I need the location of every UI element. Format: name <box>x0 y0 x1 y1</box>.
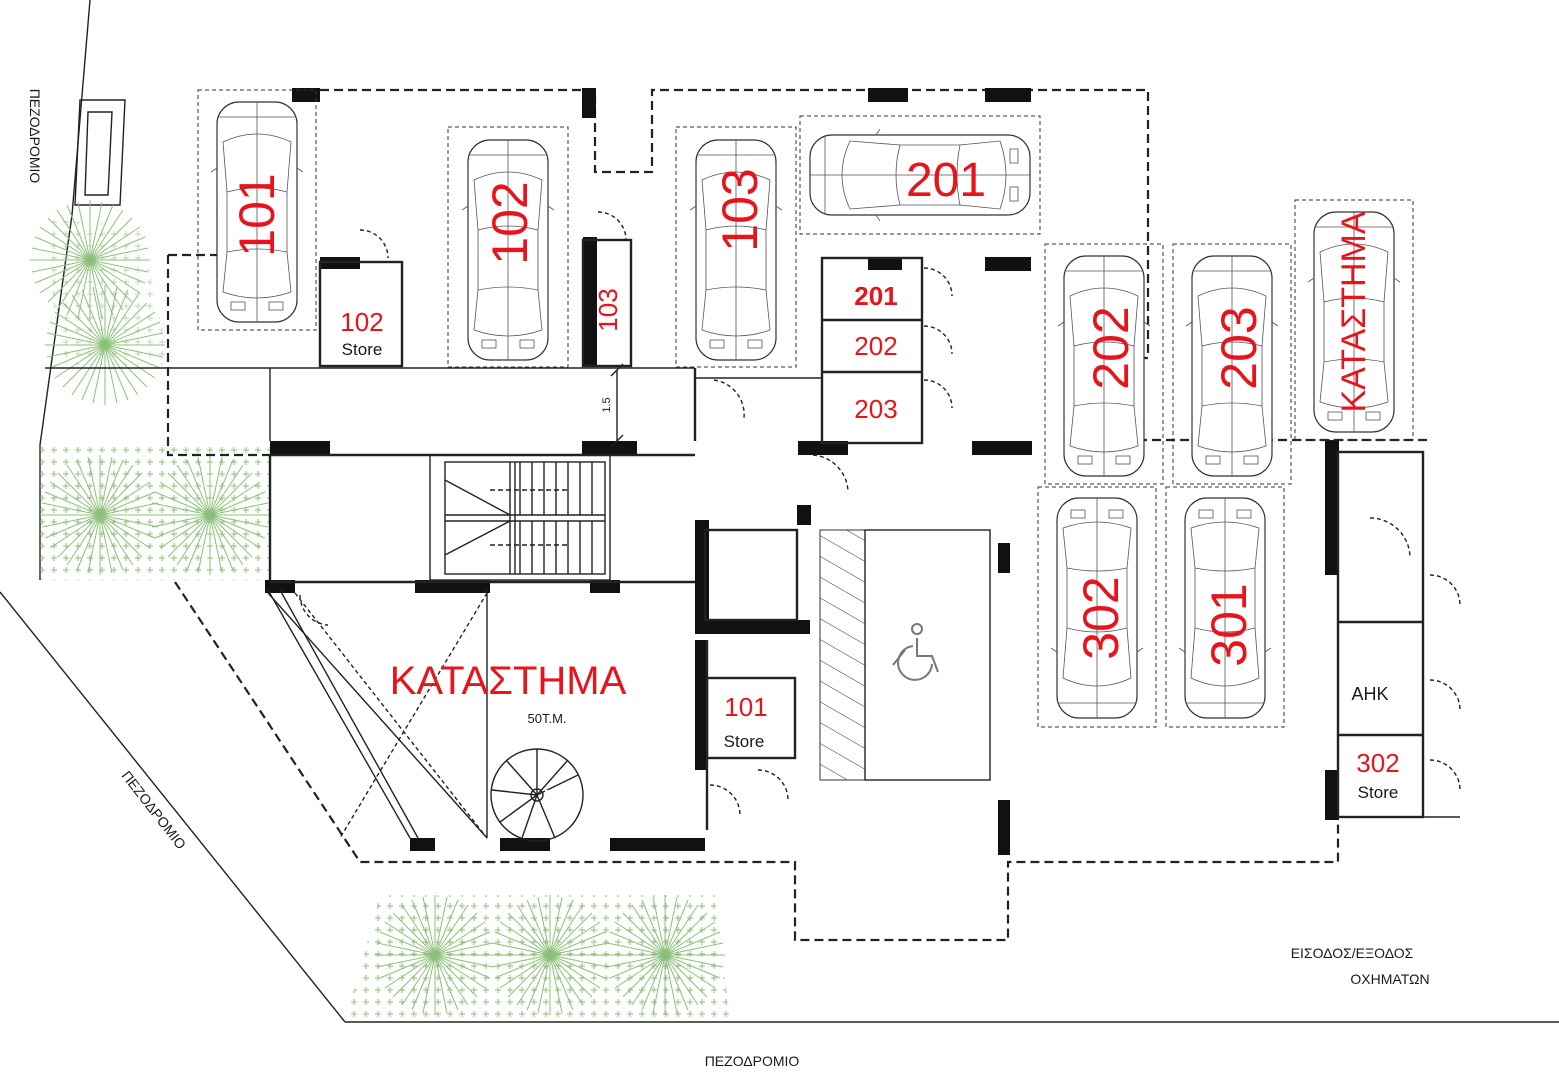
shop-area: 50Τ.Μ. <box>527 711 566 726</box>
store-102-number: 102 <box>340 307 383 337</box>
parking-label-203: 203 <box>1211 306 1267 389</box>
parking-bays <box>197 89 1414 728</box>
store-102-word: Store <box>342 340 383 359</box>
accessible-parking-bay <box>819 529 991 781</box>
parking-label-302: 302 <box>1073 576 1129 659</box>
parking-label-103: 103 <box>712 168 768 251</box>
store-101-word: Store <box>724 732 765 751</box>
store-202-number: 202 <box>854 331 897 361</box>
interior-partitions <box>45 238 1460 839</box>
vehicle-entrance-line1: ΕΙΣΟΔΟΣ/ΕΞΟΔΟΣ <box>1291 945 1414 961</box>
dimension-label: 1.5 <box>601 397 613 412</box>
store-103-number: 103 <box>593 288 623 331</box>
ahk-room-label: AHK <box>1351 684 1388 704</box>
parking-label-202: 202 <box>1083 306 1139 389</box>
parking-label-shop: ΚΑΤΑΣΤΗΜΑ <box>1335 211 1373 412</box>
street-label-diagonal: ΠΕΖΟΔΡΟΜΙΟ <box>119 768 190 852</box>
door-swings <box>299 211 1461 816</box>
store-302-number: 302 <box>1356 748 1399 778</box>
vehicle-entrance-line2: ΟΧΗΜΑΤΩΝ <box>1350 971 1429 987</box>
wheelchair-icon <box>892 623 939 681</box>
structural-walls <box>265 88 1339 855</box>
store-302-word: Store <box>1358 783 1399 802</box>
street-label-top-left: ΠΕΖΟΔΡΟΜΙΟ <box>27 89 43 184</box>
store-203-number: 203 <box>854 394 897 424</box>
street-label-bottom: ΠΕΖΟΔΡΟΜΙΟ <box>705 1053 800 1069</box>
parking-label-101: 101 <box>229 173 285 256</box>
parking-label-201: 201 <box>906 154 986 207</box>
landscaping <box>29 199 730 1022</box>
spiral-staircase <box>490 748 584 842</box>
staircase <box>429 454 611 581</box>
store-201-number: 201 <box>854 281 897 311</box>
shop-title: ΚΑΤΑΣΤΗΜΑ <box>390 659 627 703</box>
store-101-number: 101 <box>724 692 767 722</box>
parking-label-102: 102 <box>482 181 538 264</box>
parking-label-301: 301 <box>1201 583 1257 666</box>
